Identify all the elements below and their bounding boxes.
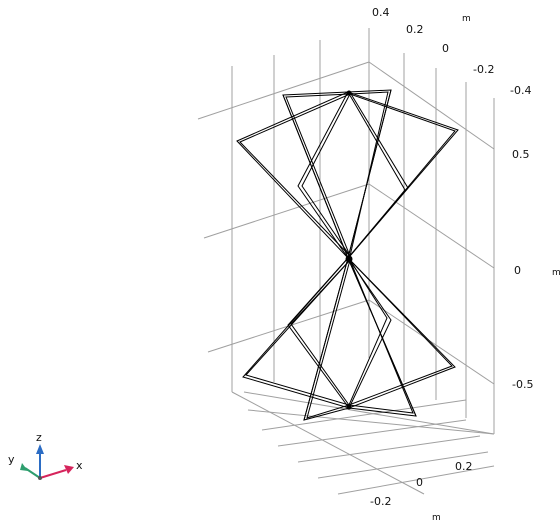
top-vertex bbox=[346, 90, 352, 96]
lower-tick-1: 0 bbox=[416, 476, 423, 489]
axis-triad: z y x bbox=[8, 431, 83, 480]
upper-axis-labels: 0.4 0.2 0 -0.2 -0.4 m bbox=[372, 6, 531, 97]
upper-tick-1: 0.2 bbox=[406, 23, 424, 36]
axis-grid bbox=[197, 28, 495, 495]
upper-axis-unit: m bbox=[462, 14, 471, 24]
vertical-tick-1: 0 bbox=[514, 264, 521, 277]
y-arrow-icon bbox=[20, 463, 28, 471]
upper-tick-2: 0 bbox=[442, 42, 449, 55]
triad-y-label: y bbox=[8, 453, 15, 466]
upper-tick-0: 0.4 bbox=[372, 6, 390, 19]
vertical-axis-labels: 0.5 0 -0.5 m bbox=[512, 148, 560, 391]
upper-tick-4: -0.4 bbox=[510, 84, 531, 97]
z-arrow-icon bbox=[36, 444, 44, 454]
triad-x-label: x bbox=[76, 459, 83, 472]
feed-point bbox=[345, 255, 353, 263]
upper-tick-3: -0.2 bbox=[473, 63, 494, 76]
vertical-tick-2: -0.5 bbox=[512, 378, 533, 391]
vertical-axis-unit: m bbox=[552, 268, 560, 278]
triad-z-label: z bbox=[36, 431, 42, 444]
lower-axis-labels: 0.2 0 -0.2 m bbox=[370, 460, 473, 523]
vertical-tick-0: 0.5 bbox=[512, 148, 530, 161]
lower-axis-unit: m bbox=[432, 513, 441, 522]
lower-tick-0: 0.2 bbox=[455, 460, 473, 473]
antenna-wireframe bbox=[236, 89, 459, 421]
x-arrow-icon bbox=[64, 465, 74, 474]
bottom-vertex bbox=[346, 404, 352, 410]
lower-tick-2: -0.2 bbox=[370, 495, 391, 508]
